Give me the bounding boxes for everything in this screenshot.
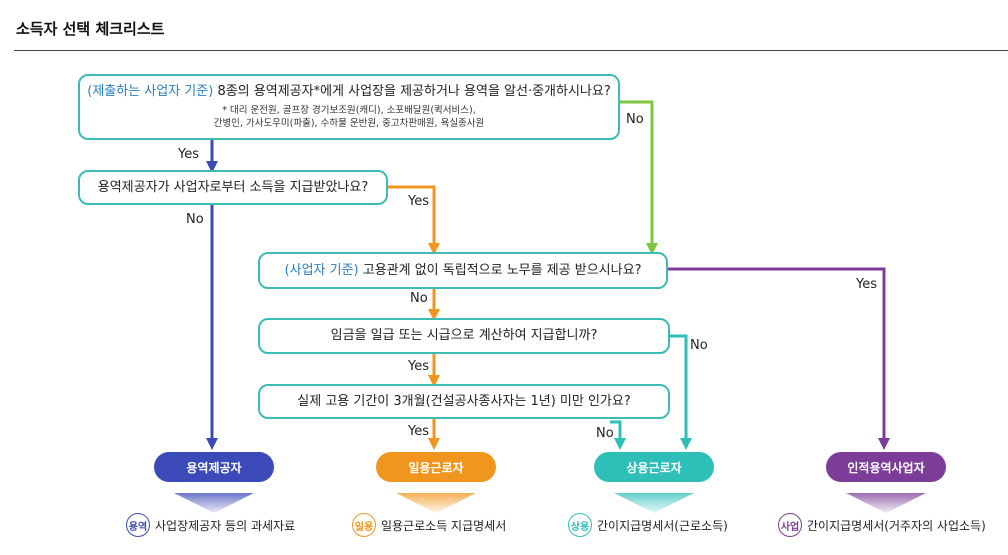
badge-daily-worker: 일용 — [352, 513, 376, 537]
q5-text: 실제 고용 기간이 3개월(건설공사종사자는 1년) 미만 인가요? — [297, 393, 631, 409]
chevron-down-icon — [614, 493, 694, 513]
arrow-q4-no — [670, 334, 692, 450]
badge-service-provider: 용역 — [126, 513, 150, 537]
outcome-pill-business-contractor: 인적용역사업자 — [826, 452, 946, 482]
chevron-down-icon — [846, 493, 926, 513]
q3-text: 고용관계 없이 독립적으로 노무를 제공 받으시나요? — [358, 262, 642, 278]
arrow-q2-yes — [388, 185, 440, 255]
outcome-pill-service-provider: 용역제공자 — [154, 452, 274, 482]
label-q5-yes: Yes — [408, 424, 429, 439]
label-q5-no: No — [596, 426, 614, 441]
question-box-q3: (사업자 기준) 고용관계 없이 독립적으로 노무를 제공 받으시나요? — [258, 252, 668, 289]
q1-footnote: * 대리 운전원, 골프장 경기보조원(캐디), 소포배달원(퀵서비스), 간병… — [214, 105, 485, 131]
label-q2-yes: Yes — [408, 194, 429, 209]
result-text-regular-worker: 간이지급명세서(근로소득) — [597, 518, 728, 533]
result-service-provider: 용역 사업장제공자 등의 과세자료 — [126, 513, 295, 537]
badge-regular-worker: 상용 — [568, 513, 592, 537]
title-divider — [14, 50, 1008, 51]
q2-text: 용역제공자가 사업자로부터 소득을 지급받았나요? — [97, 179, 369, 195]
question-box-q5: 실제 고용 기간이 3개월(건설공사종사자는 1년) 미만 인가요? — [258, 384, 670, 419]
result-text-daily-worker: 일용근로소득 지급명세서 — [381, 518, 507, 533]
label-q1-no: No — [626, 112, 644, 127]
outcome-pill-regular-worker: 상용근로자 — [594, 452, 714, 482]
label-q1-yes: Yes — [178, 147, 199, 162]
q1-text: 8종의 용역제공자*에게 사업장을 제공하거나 용역을 알선·중개하시나요? — [213, 84, 611, 100]
arrow-q3-yes — [668, 267, 890, 450]
question-box-q4: 임금을 일급 또는 시급으로 계산하여 지급합니까? — [258, 318, 670, 354]
question-box-q1: (제출하는 사업자 기준) 8종의 용역제공자*에게 사업장을 제공하거나 용역… — [78, 74, 620, 140]
label-q2-no: No — [186, 212, 204, 227]
q3-prefix: (사업자 기준) — [284, 262, 359, 278]
result-daily-worker: 일용 일용근로소득 지급명세서 — [352, 513, 506, 537]
badge-business-contractor: 사업 — [778, 513, 802, 537]
result-text-business-contractor: 간이지급명세서(거주자의 사업소득) — [807, 518, 986, 533]
outcome-pill-daily-worker: 일용근로자 — [376, 452, 496, 482]
result-business-contractor: 사업 간이지급명세서(거주자의 사업소득) — [778, 513, 986, 537]
result-regular-worker: 상용 간이지급명세서(근로소득) — [568, 513, 728, 537]
chevron-down-icon — [396, 493, 476, 513]
arrow-q5-no — [610, 420, 626, 450]
question-box-q2: 용역제공자가 사업자로부터 소득을 지급받았나요? — [78, 170, 388, 205]
label-q3-yes: Yes — [856, 277, 877, 292]
arrow-q1-no — [620, 100, 658, 255]
q1-footnote-line2: 간병인, 가사도우미(파출), 수하물 운반원, 중고차판매원, 욕실종사원 — [213, 117, 485, 129]
label-q4-no: No — [690, 338, 708, 353]
label-q3-no: No — [410, 291, 428, 306]
q4-text: 임금을 일급 또는 시급으로 계산하여 지급합니까? — [330, 328, 598, 344]
chevron-down-icon — [174, 493, 254, 513]
result-text-service-provider: 사업장제공자 등의 과세자료 — [155, 518, 296, 533]
page-title: 소득자 선택 체크리스트 — [16, 20, 165, 38]
q1-prefix: (제출하는 사업자 기준) — [87, 84, 214, 100]
q1-main-text: (제출하는 사업자 기준) 8종의 용역제공자*에게 사업장을 제공하거나 용역… — [87, 83, 611, 101]
label-q4-yes: Yes — [408, 359, 429, 374]
q1-footnote-line1: * 대리 운전원, 골프장 경기보조원(캐디), 소포배달원(퀵서비스), — [222, 104, 476, 116]
